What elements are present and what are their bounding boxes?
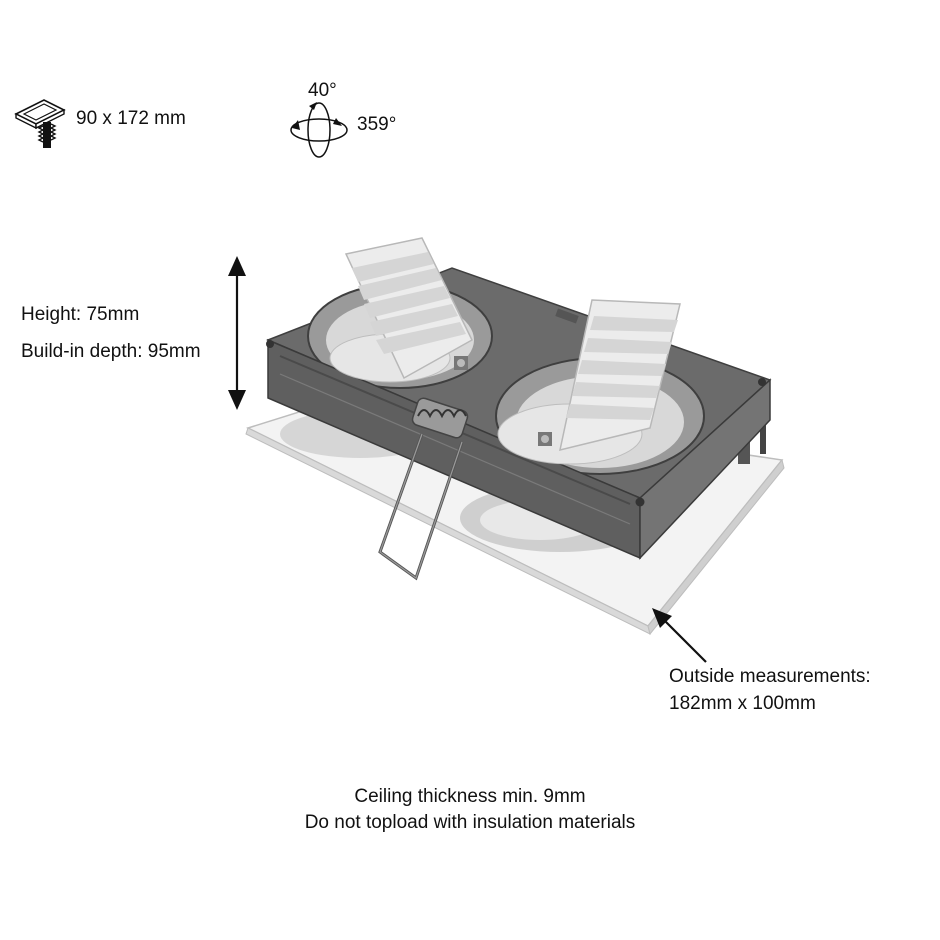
rotation-angle-label: 359° <box>357 114 397 135</box>
spring-clip <box>378 397 469 581</box>
outside-measurements-label: Outside measurements: <box>669 666 871 687</box>
rotate-tilt-icon <box>290 102 348 158</box>
light-module-right <box>497 299 681 465</box>
build-in-depth-label: Build-in depth: 95mm <box>21 341 201 362</box>
cutout-dimension-label: 90 x 172 mm <box>76 108 186 129</box>
height-arrow <box>228 256 246 410</box>
height-label: Height: 75mm <box>21 304 140 325</box>
outside-measure-arrow <box>652 608 707 663</box>
insulation-warning-note: Do not topload with insulation materials <box>304 812 636 833</box>
tilt-angle-label: 40° <box>308 80 337 101</box>
outside-measurements-value: 182mm x 100mm <box>669 693 816 714</box>
ceiling-cutout-icon <box>14 99 66 148</box>
ceiling-thickness-note: Ceiling thickness min. 9mm <box>354 786 586 807</box>
light-module-left <box>329 237 473 383</box>
recessed-downlight-illustration <box>245 237 785 636</box>
